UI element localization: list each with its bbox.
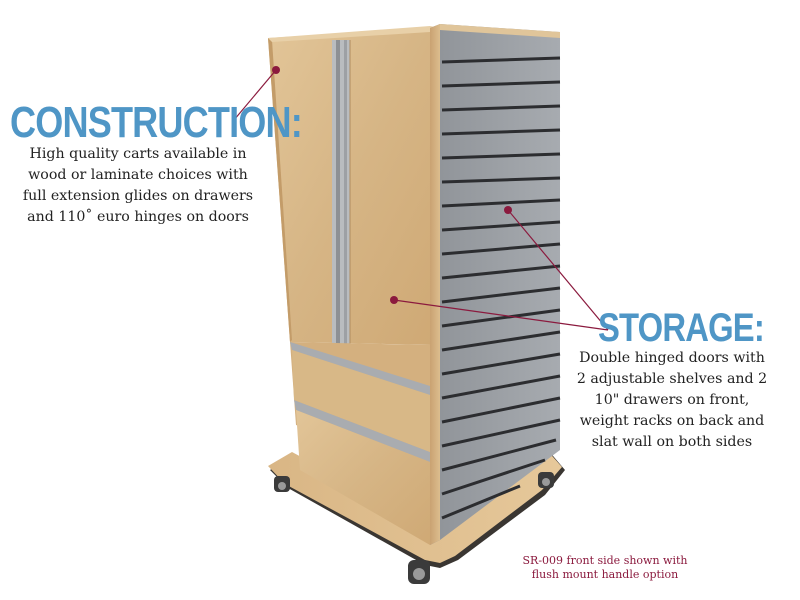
storage-callout-lines [390,206,609,331]
caster-wheels [274,472,554,584]
caption-line: flush mount handle option [531,568,679,581]
construction-line: and 110˚ euro hinges on doors [27,209,249,225]
product-caption: SR-009 front side shown with flush mount… [495,554,715,582]
storage-line: weight racks on back and [579,413,765,429]
front-drawers [290,342,430,545]
construction-line: High quality carts available in [29,146,247,162]
storage-line: Double hinged doors with [579,350,765,366]
storage-line: 10" drawers on front, [594,392,750,408]
construction-line: wood or laminate choices with [28,167,248,183]
storage-line: slat wall on both sides [591,434,753,450]
storage-heading: STORAGE: [598,306,765,350]
construction-heading: CONSTRUCTION: [10,98,303,147]
front-doors [268,26,440,360]
construction-line: full extension glides on drawers [22,188,254,204]
construction-callout-line [233,66,280,121]
caption-line: SR-009 front side shown with [522,554,688,567]
slatwall-side [430,24,561,545]
storage-line: 2 adjustable shelves and 2 [576,371,768,387]
storage-description: Double hinged doors with 2 adjustable sh… [556,348,788,453]
construction-description: High quality carts available in wood or … [8,144,268,228]
